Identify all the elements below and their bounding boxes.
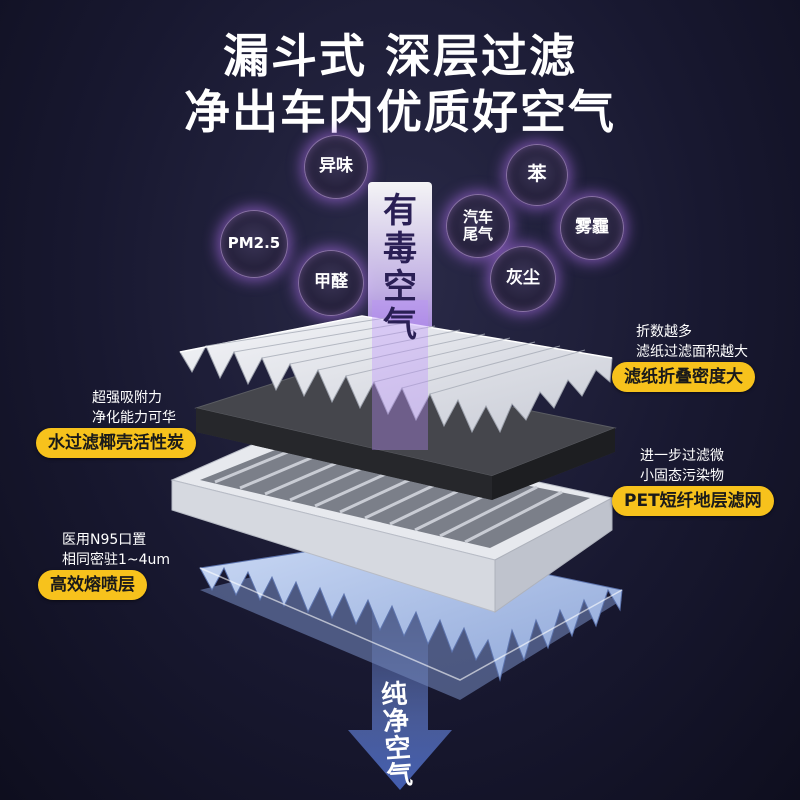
layer-3-desc-2: 小固态污染物 [640, 468, 724, 484]
layer-3-desc-1: 进一步过滤微 [640, 448, 724, 464]
layer-4-desc-2: 相同密驻1~4um [62, 552, 171, 568]
layer-3-tag: PET短纤地层滤网 [612, 486, 774, 516]
layer-1-desc-2: 滤纸过滤面积越大 [636, 344, 748, 360]
pollutant-label: 汽车 尾气 [462, 207, 493, 243]
pollutant-bubble-odor: 异味 [304, 135, 368, 199]
pollutant-label: 甲醛 [314, 272, 348, 293]
layer-1-tag: 滤纸折叠密度大 [612, 362, 755, 392]
pollutant-bubble-smog: 雾霾 [560, 196, 624, 260]
pollutant-bubble-pm25: PM2.5 [220, 210, 288, 278]
layer-4-tag: 高效熔喷层 [38, 570, 147, 600]
pollutant-label: 雾霾 [575, 217, 609, 238]
pollutant-label: 灰尘 [506, 268, 540, 289]
pollutant-label: 苯 [527, 163, 547, 186]
pollutant-bubble-benzene: 苯 [506, 144, 568, 206]
headline-line-1: 漏斗式 深层过滤 [222, 29, 577, 83]
layer-2-tag: 水过滤椰壳活性炭 [36, 428, 196, 458]
layer-2-desc-2: 净化能力可华 [92, 410, 176, 426]
layer-paper [179, 315, 613, 434]
toxic-air-label: 有毒空气 [383, 191, 417, 345]
headline-line-2: 净出车内优质好空气 [184, 85, 616, 139]
layer-4-desc-1: 医用N95口置 [62, 532, 147, 548]
layer-carbon [194, 367, 617, 500]
pollutant-label: PM2.5 [227, 234, 281, 253]
layer-2-desc-1: 超强吸附力 [92, 390, 162, 406]
beam-overlay [372, 300, 428, 450]
layer-1-desc-1: 折数越多 [636, 324, 692, 340]
pollutant-bubble-formaldehyde: 甲醛 [298, 250, 364, 316]
pollutant-bubble-dust: 灰尘 [490, 246, 556, 312]
pollutant-bubble-exhaust: 汽车 尾气 [446, 194, 510, 258]
pollutant-label: 异味 [319, 156, 353, 177]
clean-air-label: 纯净空气 [380, 679, 414, 792]
